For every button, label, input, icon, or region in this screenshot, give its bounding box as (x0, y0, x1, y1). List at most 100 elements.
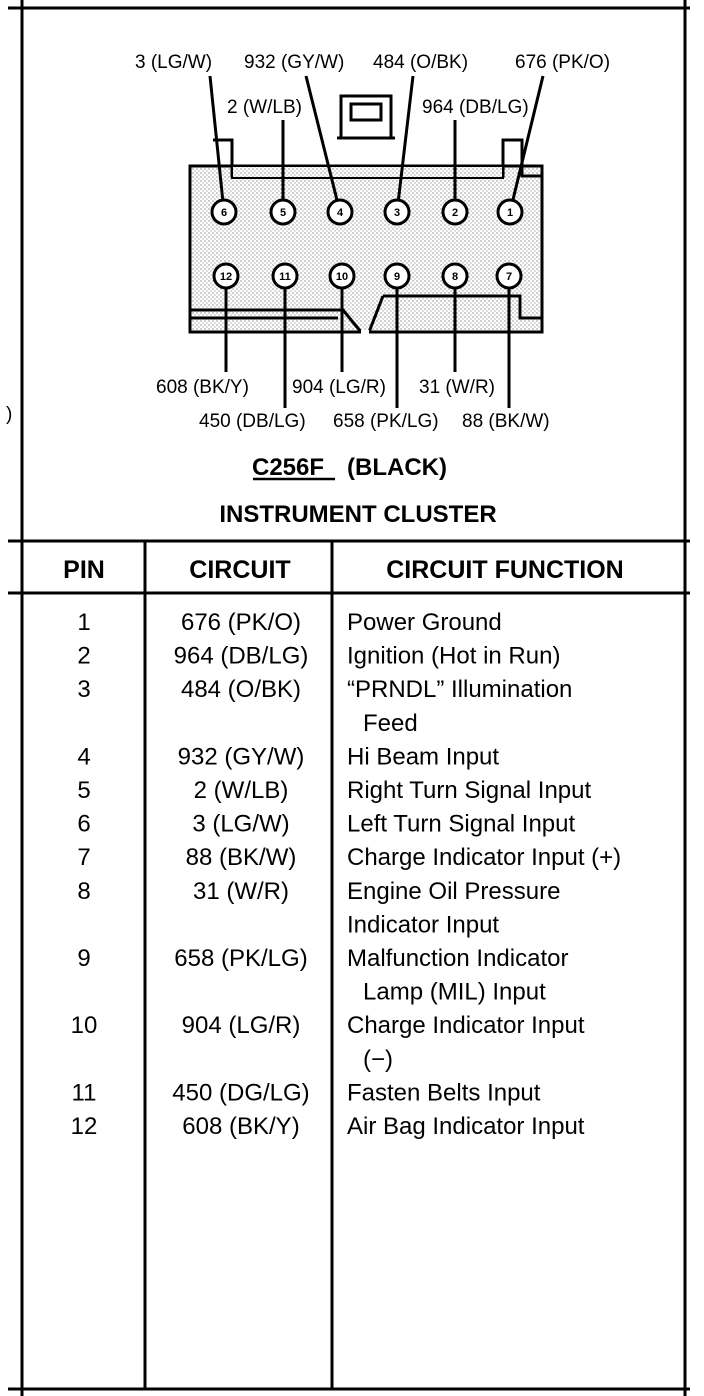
wire-label-pin5: 2 (W/LB) (227, 97, 302, 118)
row-circuit: 608 (BK/Y) (182, 1113, 299, 1140)
row-pin: 6 (77, 811, 90, 838)
row-function: Air Bag Indicator Input (347, 1113, 585, 1140)
header-circuit-function: CIRCUIT FUNCTION (386, 556, 623, 584)
pin-circle (496, 198, 524, 226)
wire-label-pin11: 450 (DB/LG) (199, 411, 306, 432)
row-function: (−) (363, 1046, 393, 1073)
table-row: 11 450 (DG/LG) Fasten Belts Input (72, 1079, 541, 1106)
header-circuit: CIRCUIT (189, 556, 290, 584)
connector-id: C256F (252, 454, 324, 481)
wire-leader-pin6 (208, 75, 226, 213)
row-circuit: 932 (GY/W) (178, 743, 305, 770)
row-function: Feed (363, 710, 418, 737)
row-function: Lamp (MIL) Input (363, 979, 546, 1006)
row-pin: 4 (77, 743, 90, 770)
row-function: Power Ground (347, 609, 502, 636)
row-pin: 11 (72, 1079, 97, 1106)
wire-label-pin3: 484 (O/BK) (373, 52, 468, 73)
row-function: Ignition (Hot in Run) (347, 643, 560, 670)
row-pin: 2 (77, 643, 90, 670)
pin-cavity-3: 3 (383, 198, 411, 226)
row-function: Right Turn Signal Input (347, 777, 591, 804)
pin-circle (210, 198, 238, 226)
row-circuit: 964 (DB/LG) (174, 643, 309, 670)
row-function: Charge Indicator Input (347, 1012, 585, 1039)
pin-circle (441, 198, 469, 226)
connector-housing (188, 164, 544, 334)
row-circuit: 658 (PK/LG) (174, 945, 307, 972)
pin-circle (271, 262, 299, 290)
row-pin: 5 (77, 777, 90, 804)
row-function: Fasten Belts Input (347, 1079, 541, 1106)
pin-number: 5 (280, 207, 286, 219)
pin-circle (328, 262, 356, 290)
pin-number: 10 (336, 271, 348, 283)
pin-number: 6 (221, 207, 227, 219)
pin-cavity-4: 4 (326, 198, 354, 226)
pin-number: 3 (394, 207, 400, 219)
component-name: INSTRUMENT CLUSTER (219, 501, 496, 528)
pin-cavity-5: 5 (269, 198, 297, 226)
connector-latch-window (349, 102, 383, 122)
pin-number: 12 (220, 271, 232, 283)
row-function: Charge Indicator Input (+) (347, 844, 621, 871)
pin-circle (212, 262, 240, 290)
row-pin: 8 (77, 878, 90, 905)
wire-label-pin7: 88 (BK/W) (462, 411, 550, 432)
pin-cavity-10: 10 (328, 262, 356, 290)
pin-number: 4 (337, 207, 344, 219)
pin-number: 2 (452, 207, 458, 219)
pin-circle (495, 262, 523, 290)
wire-leader-pin3 (395, 75, 415, 213)
wire-label-pin4: 932 (GY/W) (244, 52, 344, 73)
row-function: Left Turn Signal Input (347, 811, 575, 838)
pin-cavity-8: 8 (441, 262, 469, 290)
pin-circle (326, 198, 354, 226)
row-function: Indicator Input (347, 911, 499, 938)
pin-cavity-11: 11 (271, 262, 299, 290)
wire-label-pin12: 608 (BK/Y) (156, 377, 249, 398)
row-circuit: 484 (O/BK) (181, 676, 301, 703)
row-function: “PRNDL” Illumination (347, 676, 572, 703)
wire-label-pin2: 964 (DB/LG) (422, 97, 529, 118)
wire-label-pin6: 3 (LG/W) (135, 52, 212, 73)
pin-circle (383, 262, 411, 290)
row-pin: 10 (71, 1012, 98, 1039)
table-row: 5 2 (W/LB) Right Turn Signal Input (77, 777, 591, 804)
wire-leader-pin1 (508, 75, 545, 213)
wire-labels: 3 (LG/W) 932 (GY/W) 484 (O/BK) 676 (PK/O… (135, 52, 610, 432)
wire-label-pin10: 904 (LG/R) (292, 377, 386, 398)
pin-cavity-6: 6 (210, 198, 238, 226)
row-function: Hi Beam Input (347, 743, 499, 770)
pin-number: 7 (506, 271, 512, 283)
row-pin: 12 (71, 1113, 98, 1140)
connector-color: (BLACK) (347, 454, 447, 481)
table-row: 4 932 (GY/W) Hi Beam Input (77, 743, 499, 770)
row-function: Engine Oil Pressure (347, 878, 560, 905)
row-circuit: 3 (LG/W) (192, 811, 289, 838)
wire-label-pin9: 658 (PK/LG) (333, 411, 439, 432)
row-pin: 9 (77, 945, 90, 972)
table-row: 2 964 (DB/LG) Ignition (Hot in Run) (77, 643, 560, 670)
pin-number: 11 (279, 271, 291, 283)
row-circuit: 450 (DG/LG) (172, 1079, 309, 1106)
header-pin: PIN (63, 556, 105, 584)
row-pin: 7 (77, 844, 90, 871)
row-circuit: 2 (W/LB) (194, 777, 289, 804)
pin-circle (441, 262, 469, 290)
wire-label-pin1: 676 (PK/O) (515, 52, 610, 73)
pin-number: 8 (452, 271, 458, 283)
wire-leaders (208, 75, 545, 408)
row-circuit: 31 (W/R) (193, 878, 289, 905)
pin-cavity-2: 2 (441, 198, 469, 226)
pin-cavity-12: 12 (212, 262, 240, 290)
row-function: Malfunction Indicator (347, 945, 568, 972)
row-circuit: 88 (BK/W) (186, 844, 297, 871)
